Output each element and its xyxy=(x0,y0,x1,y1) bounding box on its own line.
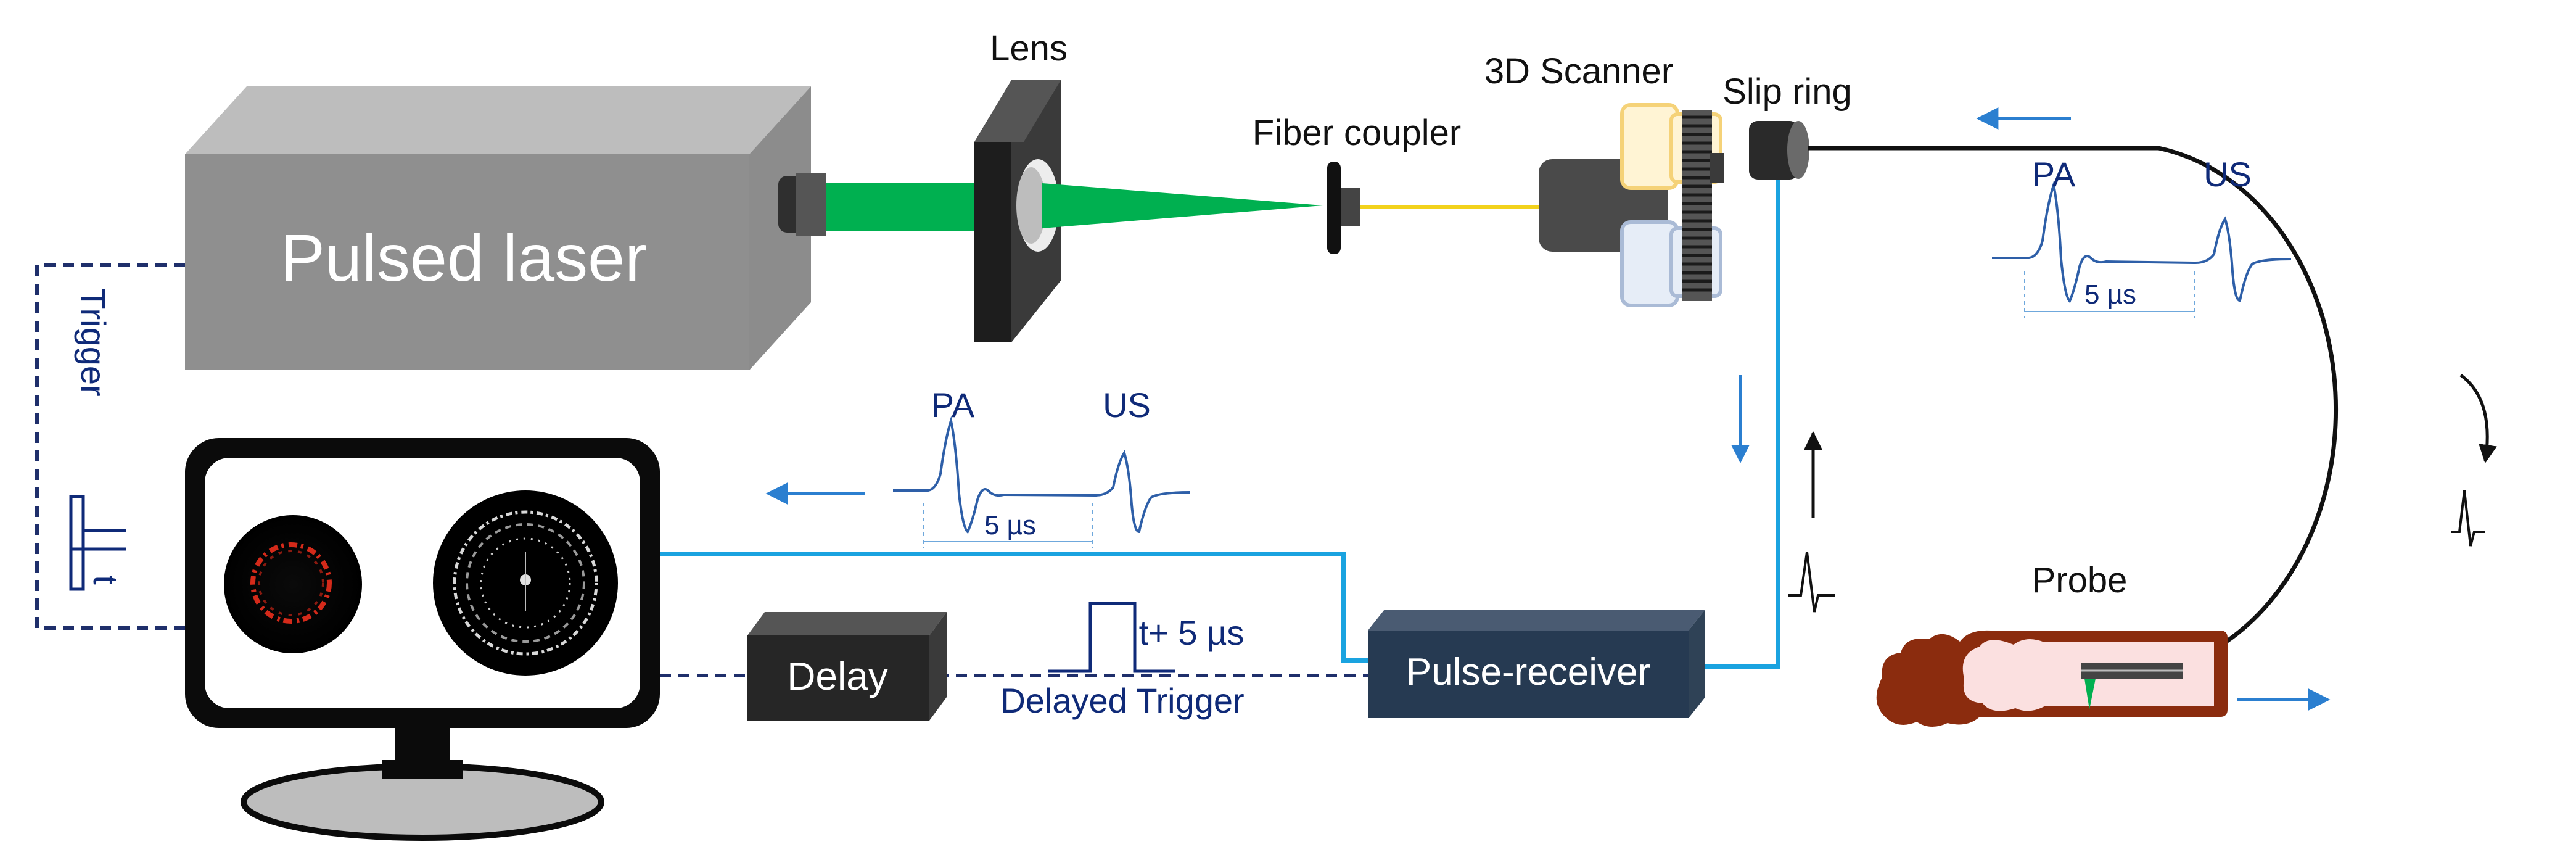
signal-mid-interval: 5 µs xyxy=(984,510,1036,540)
probe-label: Probe xyxy=(2032,560,2128,600)
delayed-trigger-label: Delayed Trigger xyxy=(1000,681,1244,720)
lens xyxy=(974,80,1061,342)
trigger-label: Trigger xyxy=(74,288,113,396)
pulse-receiver-box xyxy=(1368,610,1705,718)
pulse-receiver-label: Pulse-receiver xyxy=(1406,651,1650,693)
delay-label: Delay xyxy=(787,654,888,698)
delay-time-label: t+ 5 µs xyxy=(1139,613,1245,652)
signal-top-pa: PA xyxy=(2032,155,2076,194)
trigger-pulse-icon xyxy=(69,495,126,591)
signal-top-us: US xyxy=(2204,155,2252,194)
pulsed-laser-label: Pulsed laser xyxy=(281,220,647,295)
pulse-glyph-right xyxy=(2451,490,2485,547)
trigger-line xyxy=(35,263,185,630)
focused-beam xyxy=(1042,183,1323,228)
pa-image xyxy=(224,515,362,653)
scanner-label: 3D Scanner xyxy=(1484,51,1673,91)
laser-beam xyxy=(826,183,990,231)
slip-ring-label: Slip ring xyxy=(1722,72,1852,112)
catheter-cable xyxy=(1808,146,2339,674)
rotation-arrow xyxy=(2459,373,2497,463)
lens-label: Lens xyxy=(990,28,1068,68)
trigger-t-label: t xyxy=(86,575,125,585)
signal-mid-us: US xyxy=(1103,386,1151,424)
signal-cable-slipring xyxy=(1693,180,1780,669)
scanner-3d xyxy=(1539,103,1724,307)
probe-tissue xyxy=(1876,630,2228,727)
fiber-coupler xyxy=(1327,162,1360,254)
signal-top-interval: 5 µs xyxy=(2084,279,2136,310)
signal-cable-monitor xyxy=(660,552,1368,663)
pulse-glyph-middle xyxy=(1788,552,1835,613)
slip-ring xyxy=(1749,121,1809,180)
us-image xyxy=(433,490,618,676)
signal-waveform-top xyxy=(1992,180,2292,318)
signal-mid-pa: PA xyxy=(931,386,975,424)
delayed-pulse-glyph xyxy=(1048,602,1175,673)
delay-box xyxy=(747,612,947,721)
fiber-coupler-label: Fiber coupler xyxy=(1253,113,1461,153)
signal-waveform-mid xyxy=(893,416,1191,548)
laser-aperture xyxy=(778,173,826,236)
